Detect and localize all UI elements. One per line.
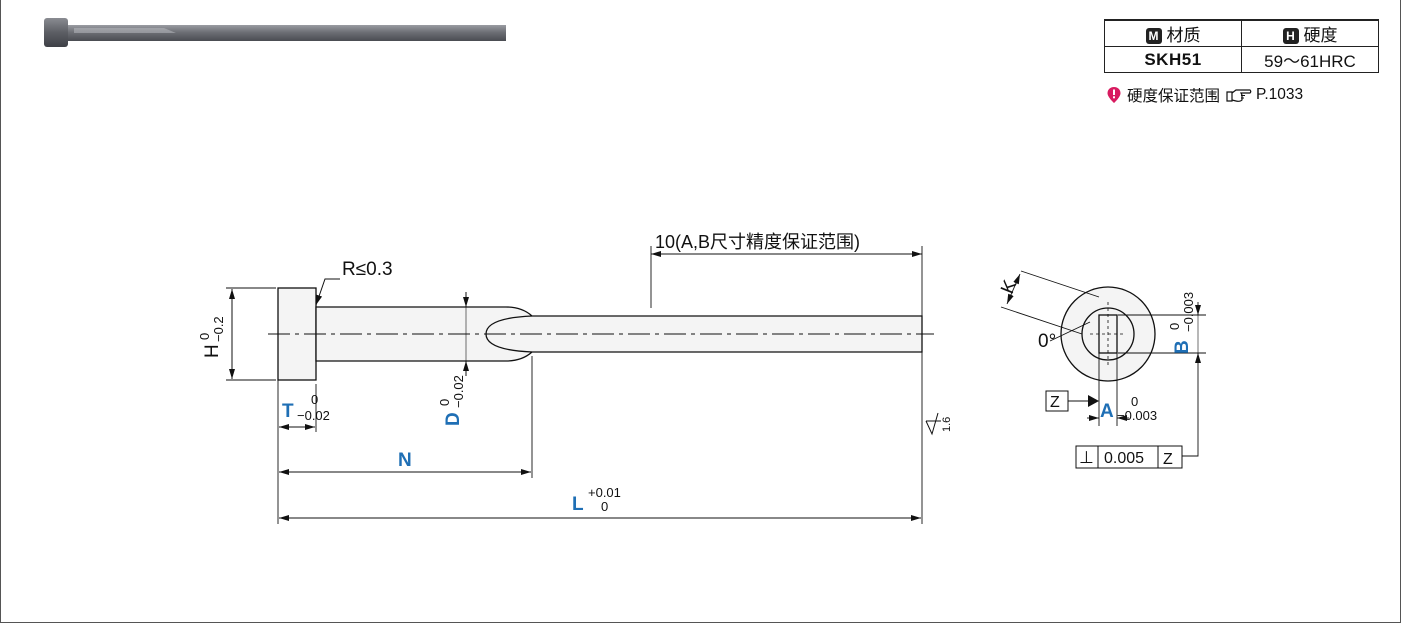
photo-head <box>44 18 68 47</box>
datum-label: Z <box>1050 394 1060 411</box>
b-tol-upper: 0 <box>1167 323 1182 330</box>
photo-shaft <box>66 25 506 41</box>
b-letter: B <box>1172 340 1193 354</box>
exclamation-pin-icon <box>1107 87 1121 103</box>
l-letter: L <box>572 494 584 515</box>
fcf-value: 0.005 <box>1104 450 1144 467</box>
surface-roughness-symbol <box>925 412 941 436</box>
material-box-icon: M <box>1145 28 1162 44</box>
feature-control-frame <box>1075 445 1183 469</box>
a-tol-upper: 0 <box>1131 394 1138 409</box>
end-view-centerlines <box>1090 302 1126 368</box>
b-dimension-lines <box>1118 302 1206 366</box>
b-dimension: B 0 −0.003 <box>1167 292 1196 354</box>
d-letter: D <box>443 412 464 426</box>
datum-feature <box>1045 390 1099 412</box>
b-tol-lower: −0.003 <box>1181 292 1196 332</box>
fcf-symbol: ⊥ <box>1079 448 1094 467</box>
datum-triangle <box>1088 395 1099 407</box>
n-label: N <box>398 450 412 471</box>
h-dimension: H 0 −0.2 <box>197 316 226 358</box>
material-header: 材质 <box>1166 26 1201 45</box>
l-dimension: L +0.01 0 <box>572 485 621 515</box>
a-dimension: A 0 −0.003 <box>1100 394 1157 423</box>
roughness-value: 1.6 <box>941 417 953 432</box>
h-tol-upper: 0 <box>197 333 212 340</box>
hardness-note: 硬度保证范围 P.1033 <box>1106 84 1303 106</box>
fcf-leader <box>1182 366 1199 457</box>
d-tol-upper: 0 <box>437 399 452 406</box>
t-letter: T <box>282 401 294 422</box>
hardness-header: 硬度 <box>1303 26 1338 45</box>
range-label: 10(A,B尺寸精度保证范围) <box>655 232 860 252</box>
t-tol-upper: 0 <box>311 392 318 407</box>
page-reference: P.1033 <box>1256 86 1304 103</box>
pointing-hand-icon <box>1226 89 1252 102</box>
l-tol-lower: 0 <box>601 499 608 514</box>
hardness-box-icon: H <box>1282 28 1299 44</box>
hardness-note-text: 硬度保证范围 <box>1127 88 1221 105</box>
d-dimension: D 0 −0.02 <box>437 375 466 426</box>
t-tol-lower: −0.02 <box>297 408 330 423</box>
product-photo <box>44 18 506 47</box>
material-value: SKH51 <box>1104 46 1242 73</box>
photo-flat <box>74 28 176 33</box>
d-tol-lower: −0.02 <box>451 375 466 408</box>
radius-label: R≤0.3 <box>342 259 393 280</box>
extension-lines <box>226 246 923 524</box>
l-tol-upper: +0.01 <box>588 485 621 500</box>
k-dimension <box>1000 270 1100 342</box>
t-dimension: T 0 −0.02 <box>282 392 330 423</box>
radius-leader <box>315 278 340 306</box>
a-letter: A <box>1100 401 1114 422</box>
fcf-datum: Z <box>1163 451 1173 468</box>
dimension-lines <box>229 251 922 521</box>
a-tol-lower: −0.003 <box>1117 408 1157 423</box>
a-dimension-lines <box>1087 353 1129 426</box>
hardness-value: 59～61HRC <box>1241 46 1379 73</box>
h-letter: H <box>202 344 223 358</box>
angle-label: 0° <box>1038 331 1056 352</box>
h-tol-lower: −0.2 <box>211 316 226 342</box>
